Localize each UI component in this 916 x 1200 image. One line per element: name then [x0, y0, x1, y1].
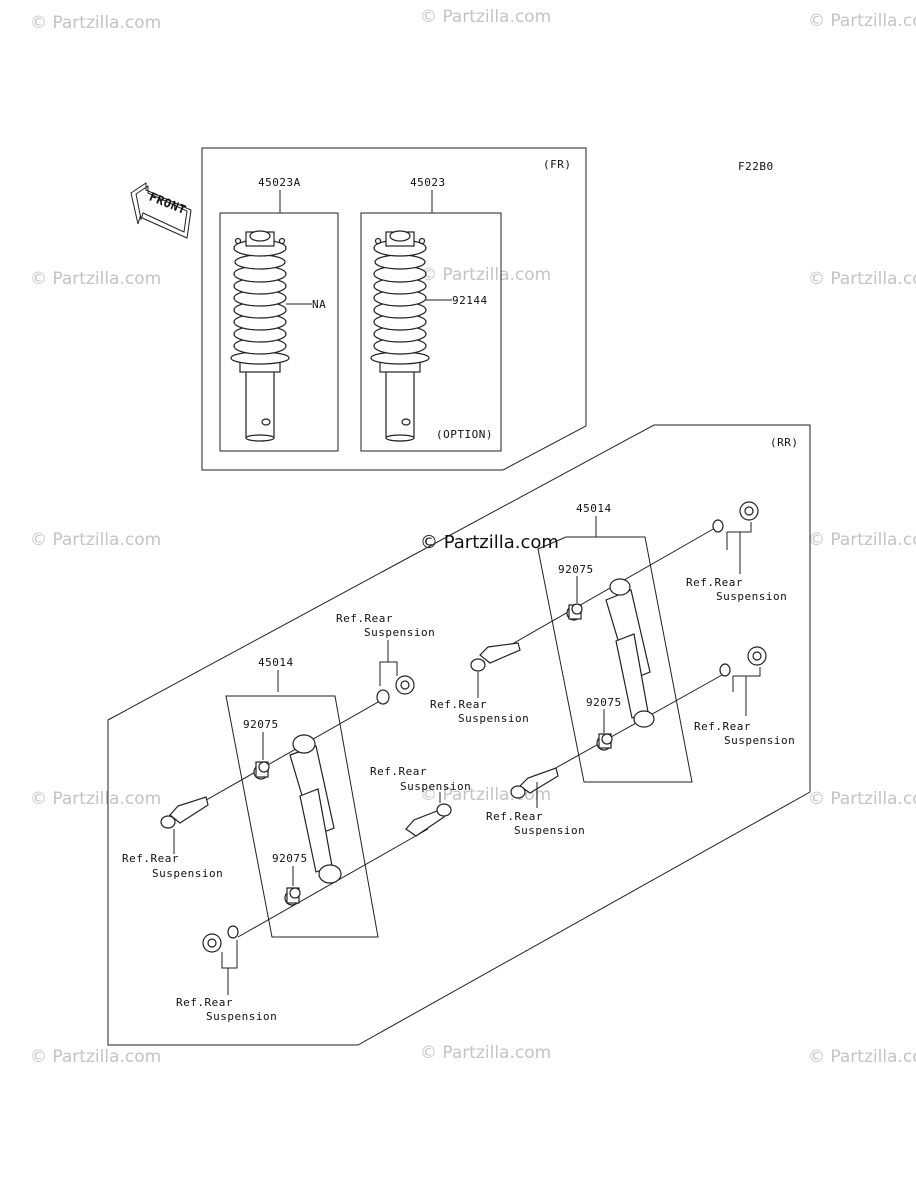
rear-right-bushing-top — [566, 603, 583, 621]
watermark: © Partzilla.com — [808, 789, 916, 809]
watermark: © Partzilla.com — [420, 265, 551, 285]
rear-left-top-nut-ref1: Ref.Rear — [336, 612, 393, 625]
rear-left-top-nut — [376, 675, 415, 705]
front-left-spring-label: NA — [312, 298, 326, 311]
rear-left-middle-bolt — [405, 803, 452, 837]
rear-right-top-nut — [712, 501, 759, 533]
rear-right-top-bolt-ref1: Ref.Rear — [430, 698, 487, 711]
rear-left-bushing-top — [253, 761, 270, 780]
rear-right-bottom-nut-ref2: Suspension — [724, 734, 795, 747]
rear-left-bottom-nut-ref2: Suspension — [206, 1010, 277, 1023]
rear-right-bushing-bottom — [596, 733, 613, 751]
rear-right-top-bolt — [470, 642, 521, 672]
center-watermark: © Partzilla.com — [420, 532, 559, 553]
watermark: © Partzilla.com — [30, 530, 161, 550]
watermark: © Partzilla.com — [30, 269, 161, 289]
fr-tag: (FR) — [543, 158, 572, 171]
front-arrow-icon: FRONT — [130, 182, 192, 239]
rear-left-shock — [289, 734, 342, 884]
rr-tag: (RR) — [770, 436, 799, 449]
rear-right-part-number: 45014 — [576, 502, 612, 515]
rear-right-bottom-bolt — [510, 767, 559, 799]
front-right-shock — [370, 230, 430, 442]
rear-right-bottom-bolt-ref2: Suspension — [514, 824, 585, 837]
watermark: © Partzilla.com — [808, 530, 916, 550]
watermark: © Partzilla.com — [30, 1047, 161, 1067]
rear-right-bracket — [537, 536, 693, 783]
rear-right-top-nut-ref1: Ref.Rear — [686, 576, 743, 589]
rear-right-bushing-bottom-label: 92075 — [586, 696, 622, 709]
front-left-box — [219, 212, 339, 452]
rear-left-top-bolt-ref1: Ref.Rear — [122, 852, 179, 865]
front-right-spring-label: 92144 — [452, 294, 488, 307]
rear-right-top-nut-ref2: Suspension — [716, 590, 787, 603]
watermark: © Partzilla.com — [420, 1043, 551, 1063]
rear-right-bottom-nut-ref1: Ref.Rear — [694, 720, 751, 733]
option-tag: (OPTION) — [436, 428, 493, 441]
rear-left-top-bolt — [160, 796, 209, 829]
watermark: © Partzilla.com — [420, 7, 551, 27]
watermark: © Partzilla.com — [30, 789, 161, 809]
watermark: © Partzilla.com — [30, 13, 161, 33]
front-right-box — [360, 212, 502, 452]
rear-left-top-nut-ref2: Suspension — [364, 626, 435, 639]
rear-right-bushing-top-label: 92075 — [558, 563, 594, 576]
rear-left-middle-bolt-ref1: Ref.Rear — [370, 765, 427, 778]
watermark-layer: © Partzilla.com © Partzilla.com © Partzi… — [30, 7, 916, 1067]
rear-right-shock — [605, 578, 655, 728]
rear-right-bottom-nut — [719, 646, 767, 677]
rear-left-bushing-bottom-label: 92075 — [272, 852, 308, 865]
rear-left-bottom-nut — [202, 925, 239, 953]
rear-left-top-bolt-ref2: Suspension — [152, 867, 223, 880]
rear-right-top-bolt-ref2: Suspension — [458, 712, 529, 725]
rear-left-bottom-nut-ref1: Ref.Rear — [176, 996, 233, 1009]
watermark: © Partzilla.com — [808, 1047, 916, 1067]
rear-left-middle-bolt-ref2: Suspension — [400, 780, 471, 793]
diagram-code: F22B0 — [738, 160, 774, 173]
rear-left-bushing-top-label: 92075 — [243, 718, 279, 731]
front-left-part-number: 45023A — [258, 176, 301, 189]
watermark: © Partzilla.com — [808, 269, 916, 289]
watermark: © Partzilla.com — [808, 11, 916, 31]
front-arrow-label: FRONT — [147, 190, 188, 217]
rear-section: (RR) 45014 92075 92075 — [107, 424, 811, 1046]
front-left-shock — [230, 230, 290, 442]
front-right-part-number: 45023 — [410, 176, 446, 189]
rear-left-part-number: 45014 — [258, 656, 294, 669]
rear-left-bushing-bottom — [284, 887, 301, 906]
rear-left-bracket — [225, 695, 379, 938]
rear-right-bottom-bolt-ref1: Ref.Rear — [486, 810, 543, 823]
front-section: (FR) 45023A NA — [201, 147, 587, 471]
